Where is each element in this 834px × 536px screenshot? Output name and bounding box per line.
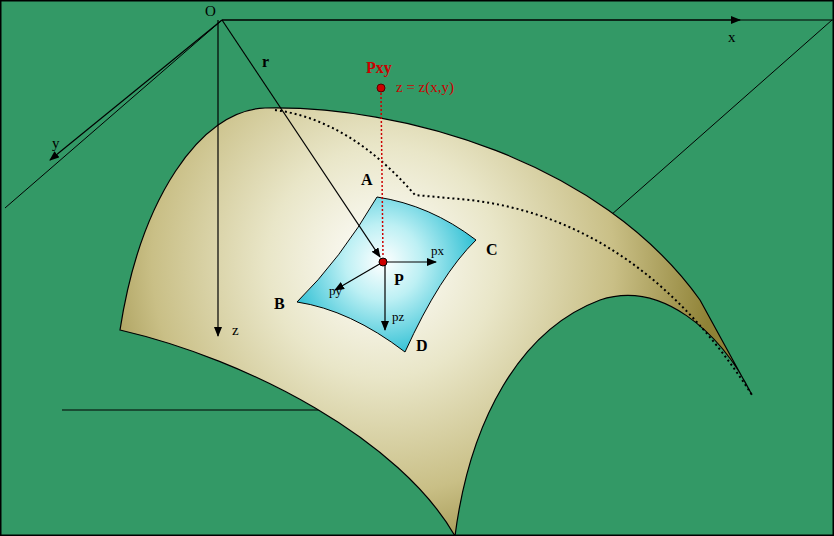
px-vector xyxy=(383,261,436,262)
surface xyxy=(120,108,752,536)
y-axis xyxy=(50,20,222,160)
surface-patch xyxy=(297,197,476,352)
dotted-section xyxy=(275,110,752,395)
origin-label: O xyxy=(205,4,216,19)
corner-label: D xyxy=(416,338,428,354)
z-axis xyxy=(217,20,218,336)
axis-label: z xyxy=(232,323,239,338)
projection-line xyxy=(381,93,383,257)
component-label: py xyxy=(329,284,342,297)
point-label: P xyxy=(394,272,404,288)
component-label: pz xyxy=(392,310,404,323)
equation-label: z = z(x,y) xyxy=(396,80,454,95)
component-label: px xyxy=(431,244,444,257)
corner-label: C xyxy=(486,242,498,258)
corner-label: A xyxy=(361,172,373,188)
axis-label: y xyxy=(52,136,60,151)
x-axis xyxy=(222,19,740,20)
py-vector xyxy=(335,262,383,290)
surface-point xyxy=(379,258,387,266)
position-vector xyxy=(222,20,380,257)
projection-point xyxy=(377,84,385,92)
point-label: Pxy xyxy=(366,60,392,76)
vector-label: r xyxy=(262,54,269,70)
pz-vector xyxy=(384,262,385,330)
axis-label: x xyxy=(728,30,736,45)
plane-edge xyxy=(222,20,834,21)
corner-label: B xyxy=(274,296,285,312)
